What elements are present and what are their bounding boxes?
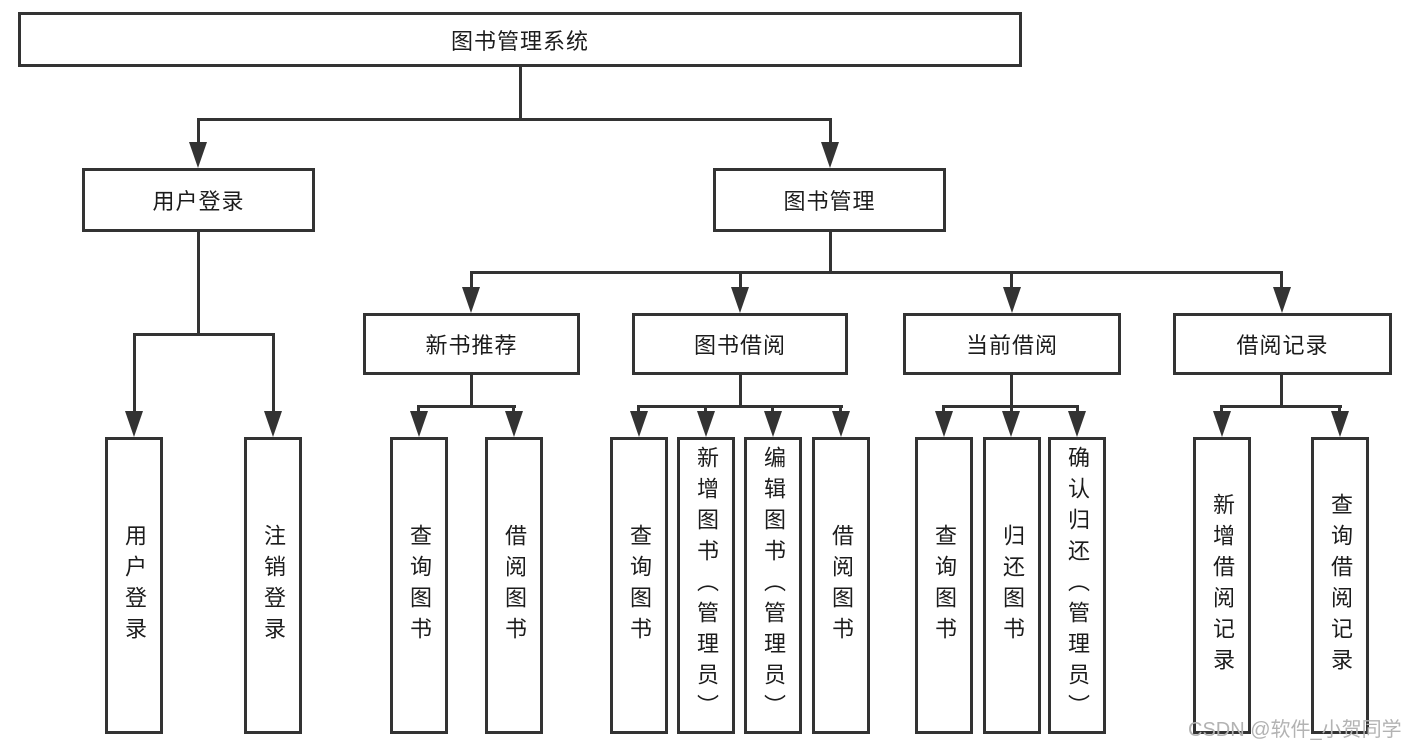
arrowhead-down-icon (764, 411, 782, 437)
node-current-borrowing: 当前借阅 (903, 313, 1121, 375)
connector-new-book-down (470, 375, 473, 407)
arrowhead-down-icon (462, 287, 480, 313)
connector-root-stem (519, 67, 522, 120)
connector-leaf-stem (839, 405, 842, 415)
connector-current-down (1010, 375, 1013, 407)
arrowhead-down-icon (731, 287, 749, 313)
arrowhead-down-icon (935, 411, 953, 437)
connector-book-management-down (829, 232, 832, 273)
leaf-return-books: 归还图书 (983, 437, 1041, 734)
leaf-query-borrow-record: 查询借阅记录 (1311, 437, 1369, 734)
connector-new-book-stem (470, 273, 473, 289)
connector-user-login-distributor (133, 333, 275, 336)
connector-leaf-stem (1010, 405, 1013, 415)
node-book-management-label: 图书管理 (783, 189, 876, 214)
node-user-login: 用户登录 (82, 168, 315, 232)
node-borrowing-records: 借阅记录 (1173, 313, 1392, 375)
connector-leaf-stem (1220, 405, 1223, 415)
leaf-query-books-recommend: 查询图书 (390, 437, 448, 734)
arrowhead-down-icon (264, 411, 282, 437)
arrowhead-down-icon (410, 411, 428, 437)
leaf-borrow-books-recommend-label: 借阅图书 (502, 523, 527, 648)
node-library-system: 图书管理系统 (18, 12, 1022, 67)
connector-leaf-stem (133, 335, 136, 413)
connector-current-stem (1010, 273, 1013, 289)
connector-leaf-stem (417, 405, 420, 415)
leaf-add-borrow-record: 新增借阅记录 (1193, 437, 1251, 734)
leaf-query-borrow-record-label: 查询借阅记录 (1328, 492, 1353, 679)
leaf-add-book-admin-label: 新增图书（管理员） (694, 446, 719, 725)
connector-records-down (1280, 375, 1283, 407)
leaf-confirm-return-admin-label: 确认归还（管理员） (1065, 446, 1090, 725)
leaf-logout: 注销登录 (244, 437, 302, 734)
node-library-system-label: 图书管理系统 (450, 28, 589, 54)
arrowhead-down-icon (1331, 411, 1349, 437)
connector-level2-distributor (197, 118, 832, 121)
arrowhead-down-icon (630, 411, 648, 437)
arrowhead-down-icon (125, 411, 143, 437)
node-new-book-recommend-label: 新书推荐 (425, 333, 518, 358)
connector-borrowing-down (739, 375, 742, 407)
arrowhead-down-icon (1273, 287, 1291, 313)
leaf-borrow-books-borrowing-label: 借阅图书 (829, 523, 854, 648)
connector-book-management-stem (829, 120, 832, 144)
leaf-logout-label: 注销登录 (261, 523, 286, 648)
connector-records-distributor (1220, 405, 1342, 408)
node-book-borrowing-label: 图书借阅 (693, 333, 786, 358)
leaf-query-books-recommend-label: 查询图书 (407, 523, 432, 648)
connector-leaf-stem (1338, 405, 1341, 415)
leaf-query-books-current-label: 查询图书 (932, 523, 957, 648)
arrowhead-down-icon (832, 411, 850, 437)
connector-leaf-stem (637, 405, 640, 415)
connector-leaf-stem (771, 405, 774, 415)
connector-user-login-down (197, 232, 200, 336)
leaf-return-books-label: 归还图书 (1000, 523, 1025, 648)
arrowhead-down-icon (821, 142, 839, 168)
arrowhead-down-icon (1213, 411, 1231, 437)
arrowhead-down-icon (697, 411, 715, 437)
connector-leaf-stem (512, 405, 515, 415)
connector-leaf-stem (704, 405, 707, 415)
leaf-edit-book-admin-label: 编辑图书（管理员） (761, 446, 786, 725)
node-borrowing-records-label: 借阅记录 (1236, 333, 1329, 358)
arrowhead-down-icon (1068, 411, 1086, 437)
leaf-query-books-current: 查询图书 (915, 437, 973, 734)
node-book-management: 图书管理 (713, 168, 946, 232)
connector-leaf-stem (942, 405, 945, 415)
leaf-add-book-admin: 新增图书（管理员） (677, 437, 735, 734)
connector-leaf-stem (272, 335, 275, 413)
node-book-borrowing: 图书借阅 (632, 313, 848, 375)
leaf-add-borrow-record-label: 新增借阅记录 (1210, 492, 1235, 679)
arrowhead-down-icon (1003, 287, 1021, 313)
node-user-login-label: 用户登录 (152, 189, 245, 214)
leaf-borrow-books-borrowing: 借阅图书 (812, 437, 870, 734)
leaf-user-login-label: 用户登录 (122, 523, 147, 648)
arrowhead-down-icon (1002, 411, 1020, 437)
node-current-borrowing-label: 当前借阅 (965, 333, 1058, 358)
leaf-query-books-borrowing-label: 查询图书 (627, 523, 652, 648)
connector-leaf-stem (1076, 405, 1079, 415)
connector-new-book-distributor (417, 405, 516, 408)
leaf-query-books-borrowing: 查询图书 (610, 437, 668, 734)
arrowhead-down-icon (189, 142, 207, 168)
leaf-user-login: 用户登录 (105, 437, 163, 734)
connector-records-stem (1280, 273, 1283, 289)
leaf-confirm-return-admin: 确认归还（管理员） (1048, 437, 1106, 734)
leaf-edit-book-admin: 编辑图书（管理员） (744, 437, 802, 734)
watermark: CSDN @软件_小贺同学 (1188, 719, 1402, 741)
connector-borrowing-stem (739, 273, 742, 289)
connector-user-login-stem (197, 120, 200, 144)
node-new-book-recommend: 新书推荐 (363, 313, 580, 375)
arrowhead-down-icon (505, 411, 523, 437)
leaf-borrow-books-recommend: 借阅图书 (485, 437, 543, 734)
connector-level3-distributor (470, 271, 1283, 274)
connector-borrowing-distributor (637, 405, 843, 408)
